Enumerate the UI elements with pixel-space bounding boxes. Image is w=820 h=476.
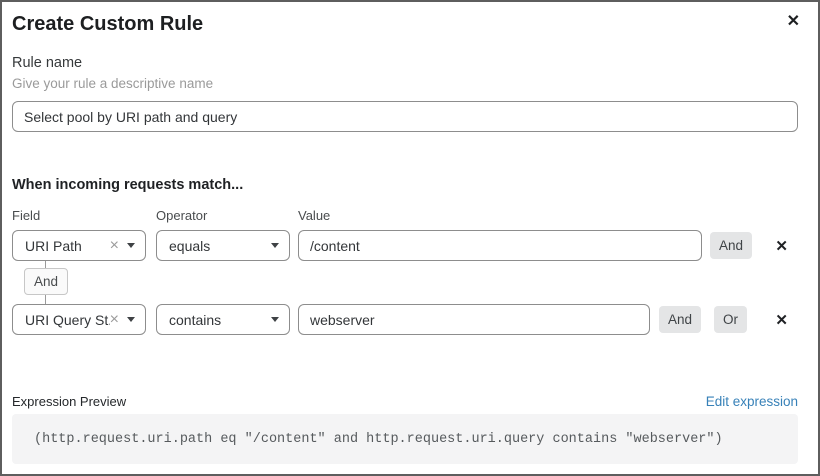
close-icon[interactable]: ✕ xyxy=(783,7,804,35)
operator-select-2-value: contains xyxy=(169,311,222,328)
and-connector-badge: And xyxy=(24,268,69,295)
caret-down-icon xyxy=(271,317,279,322)
field-select-1-value: URI Path xyxy=(25,237,82,254)
value-input-2[interactable] xyxy=(298,304,650,335)
clear-field-icon[interactable]: × xyxy=(109,310,119,328)
caret-down-icon xyxy=(271,243,279,248)
rule-name-helper: Give your rule a descriptive name xyxy=(12,76,214,91)
add-and-condition-button[interactable]: And xyxy=(710,232,753,259)
field-column-label: Field xyxy=(12,208,41,223)
value-input-1[interactable] xyxy=(298,230,702,261)
rule-name-label: Rule name xyxy=(12,55,83,71)
rule-name-section: Rule name Give your rule a descriptive n… xyxy=(12,54,798,132)
expression-preview-label: Expression Preview xyxy=(12,394,127,409)
expression-code: (http.request.uri.path eq "/content" and… xyxy=(34,431,723,447)
clear-field-icon[interactable]: × xyxy=(109,236,119,254)
field-select-2-value: URI Query St... xyxy=(25,311,110,328)
match-section: When incoming requests match... Field Op… xyxy=(12,176,798,335)
edit-expression-link[interactable]: Edit expression xyxy=(705,394,798,409)
condition-row-1: URI Path × equals And ✕ xyxy=(12,230,798,261)
operator-column-label: Operator xyxy=(156,208,208,223)
dialog-title: Create Custom Rule xyxy=(12,13,204,35)
add-or-condition-button[interactable]: Or xyxy=(714,306,748,333)
match-heading: When incoming requests match... xyxy=(12,177,244,193)
operator-select-2[interactable]: contains xyxy=(156,304,290,335)
remove-condition-icon[interactable]: ✕ xyxy=(773,235,790,257)
connector-line-bottom xyxy=(45,295,46,304)
operator-select-1-value: equals xyxy=(169,237,211,254)
expression-preview-header: Expression Preview Edit expression xyxy=(12,393,798,410)
condition-connector: And xyxy=(12,261,798,304)
condition-column-labels: Field Operator Value xyxy=(12,208,798,224)
condition-row-2: URI Query St... × contains And Or ✕ xyxy=(12,304,798,335)
operator-select-1[interactable]: equals xyxy=(156,230,290,261)
remove-condition-icon[interactable]: ✕ xyxy=(773,309,790,331)
rule-name-input[interactable] xyxy=(12,101,798,132)
connector-line-top xyxy=(45,261,46,268)
field-select-2[interactable]: URI Query St... × xyxy=(12,304,146,335)
add-and-condition-button[interactable]: And xyxy=(659,306,702,333)
caret-down-icon xyxy=(127,317,135,322)
caret-down-icon xyxy=(127,243,135,248)
value-column-label: Value xyxy=(298,208,331,223)
expression-code-block: (http.request.uri.path eq "/content" and… xyxy=(12,414,798,464)
field-select-1[interactable]: URI Path × xyxy=(12,230,146,261)
